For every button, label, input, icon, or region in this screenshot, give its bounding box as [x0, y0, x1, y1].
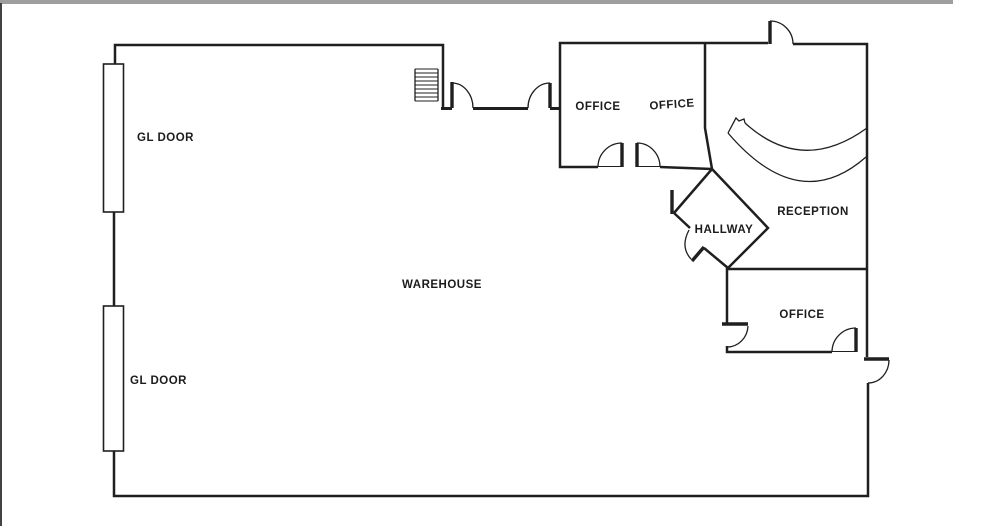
wall-top-and-right-of-warehouse: [113, 43, 445, 109]
label-gl-door-top: GL DOOR: [137, 132, 194, 144]
scrollbar-track: [0, 0, 953, 4]
exterior-right-door: [864, 357, 890, 384]
window-left-border: [0, 3, 2, 526]
office-door-right-swing-arc: [636, 142, 661, 168]
hallway-door-swing-arc: [684, 229, 692, 260]
label-gl-door-bottom: GL DOOR: [130, 375, 187, 387]
bottom-office-left-door-swing-arc: [726, 325, 749, 348]
stairs-treads: [415, 68, 438, 102]
office-block-walls: [558, 41, 714, 171]
reception-top-and-right-wall: [793, 42, 869, 357]
hallway-lower-left-wall-stub: [673, 212, 691, 229]
office-outline: [558, 41, 705, 169]
corridor-door-left-swing-arc: [451, 82, 474, 109]
hallway-walls: [670, 167, 770, 269]
reception-entry-door-swing-arc: [769, 20, 794, 45]
wall-left-bottom-right: [112, 383, 870, 498]
hallway-diamond-walls: [673, 167, 770, 269]
office-reception-divider: [703, 43, 714, 170]
gl-door-top-panel: [102, 63, 125, 213]
exterior-door-swing-arc: [867, 359, 890, 384]
corridor-wall: [441, 82, 560, 110]
bottom-office-walls: [722, 267, 867, 354]
reception-desk-inner-arc: [727, 132, 867, 183]
label-office-bottom: OFFICE: [779, 309, 824, 321]
office-door-left-swing-arc: [597, 142, 623, 168]
bottom-office-bottom-door-swing-arc: [831, 327, 857, 353]
label-hallway: HALLWAY: [695, 224, 754, 236]
reception-walls: [705, 20, 869, 357]
corridor-door-right-swing-arc: [527, 82, 551, 109]
warehouse-walls: [102, 43, 870, 498]
reception-desk-end-cap: [727, 116, 746, 134]
label-office-top-right: OFFICE: [649, 97, 695, 112]
hallway-lower-door-leaf: [690, 245, 706, 263]
gl-door-bottom-panel: [102, 305, 125, 452]
bottom-office-bottom-wall: [725, 346, 832, 354]
reception-desk: [727, 116, 868, 183]
hallway-lower-right-wall-stub: [703, 247, 729, 269]
office-bottom-wall-right: [659, 165, 713, 171]
label-reception: RECEPTION: [777, 206, 849, 218]
label-office-top-left: OFFICE: [575, 101, 620, 113]
reception-desk-outer-arc: [744, 122, 868, 151]
label-warehouse: WAREHOUSE: [402, 279, 482, 291]
stairs: [414, 68, 439, 102]
